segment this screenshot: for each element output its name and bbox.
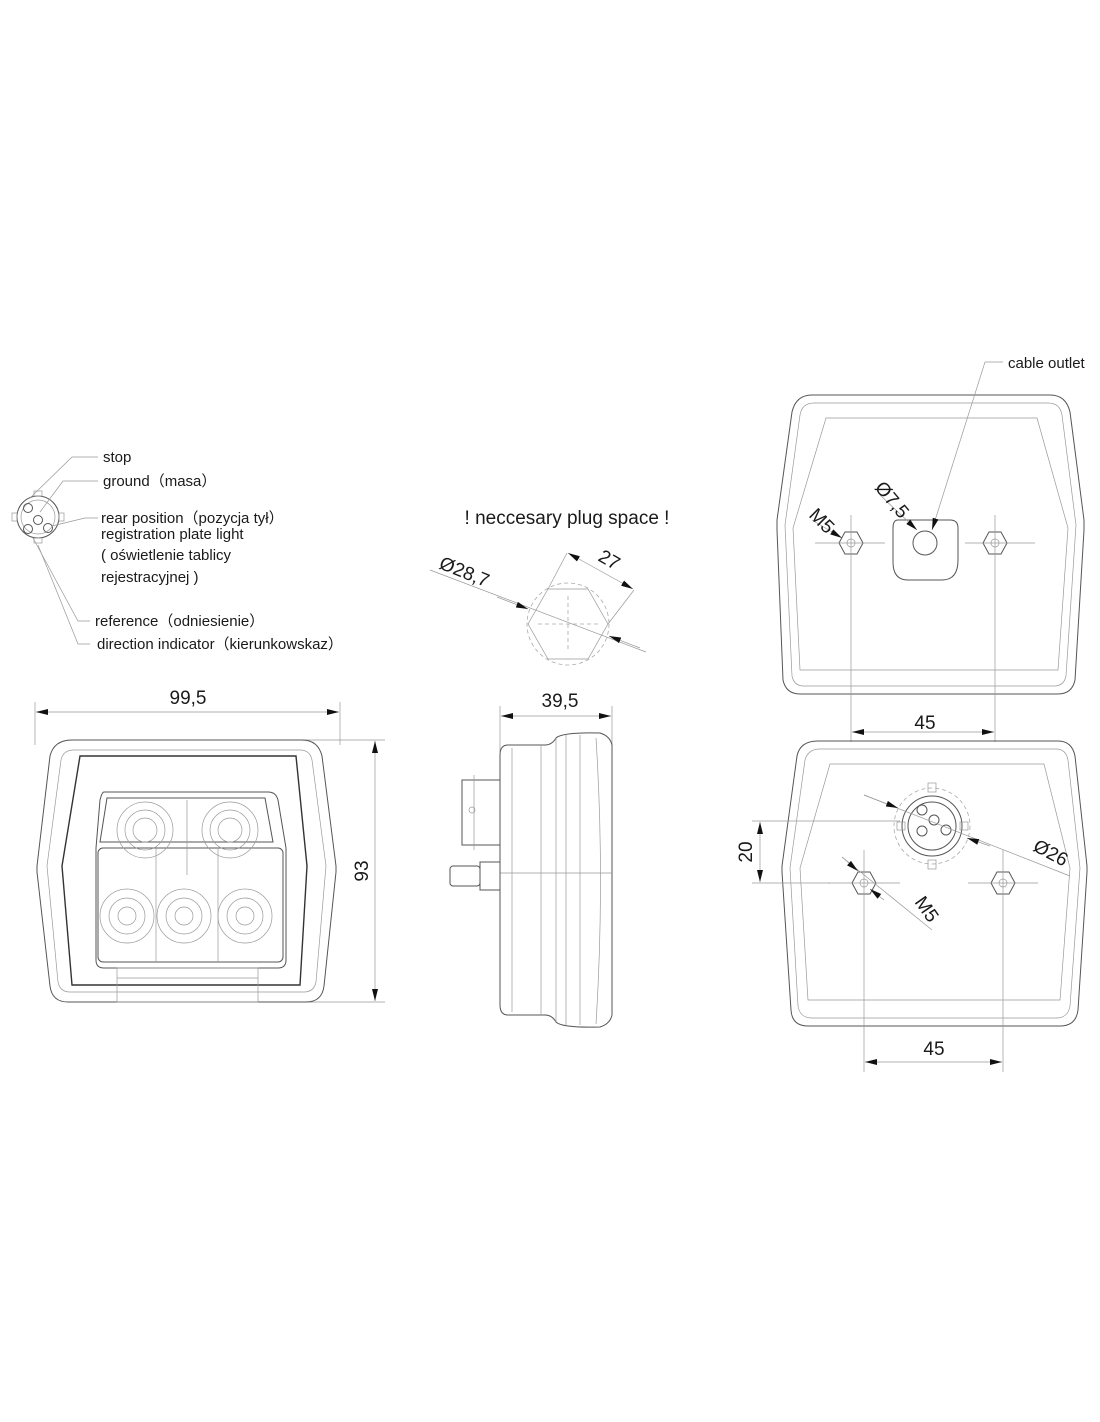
front-view	[34, 702, 385, 1003]
label-registration-pl-2: rejestracyjnej )	[101, 569, 199, 586]
dim-spacing-bottom: 45	[923, 1039, 944, 1060]
dim-plug-diameter: Ø28,7	[436, 553, 492, 592]
dim-thread-top: M5	[804, 505, 838, 539]
label-registration-pl-1: ( oświetlenie tablicy	[101, 547, 232, 564]
dim-height: 93	[352, 860, 373, 881]
connector-pinout-icon	[11, 456, 98, 645]
plug-space-hexagon	[429, 552, 647, 666]
label-ground: ground（masa）	[103, 473, 216, 490]
side-view	[449, 706, 613, 1028]
dim-socket-diameter: Ø26	[1030, 836, 1072, 871]
label-direction-indicator: direction indicator（kierunkowskaz）	[97, 636, 343, 653]
dim-thread-bottom: M5	[910, 893, 942, 927]
label-reference: reference（odniesienie）	[95, 613, 264, 630]
dim-offset: 20	[736, 841, 757, 862]
dim-outlet-diameter: Ø7,5	[870, 478, 913, 523]
label-rear-position: rear position（pozycja tył）	[101, 510, 284, 527]
plug-space-title: ! neccesary plug space !	[465, 508, 670, 529]
back-view-top	[776, 361, 1085, 742]
back-view-bottom	[752, 740, 1088, 1072]
label-stop: stop	[103, 449, 131, 466]
dim-depth: 39,5	[542, 691, 579, 712]
dim-spacing-top: 45	[914, 713, 935, 734]
front-lens-leds	[99, 801, 273, 944]
dim-width: 99,5	[170, 688, 207, 709]
label-registration-plate-light: registration plate light	[101, 526, 244, 543]
dim-across-flats: 27	[595, 546, 624, 575]
label-cable-outlet: cable outlet	[1008, 355, 1086, 372]
